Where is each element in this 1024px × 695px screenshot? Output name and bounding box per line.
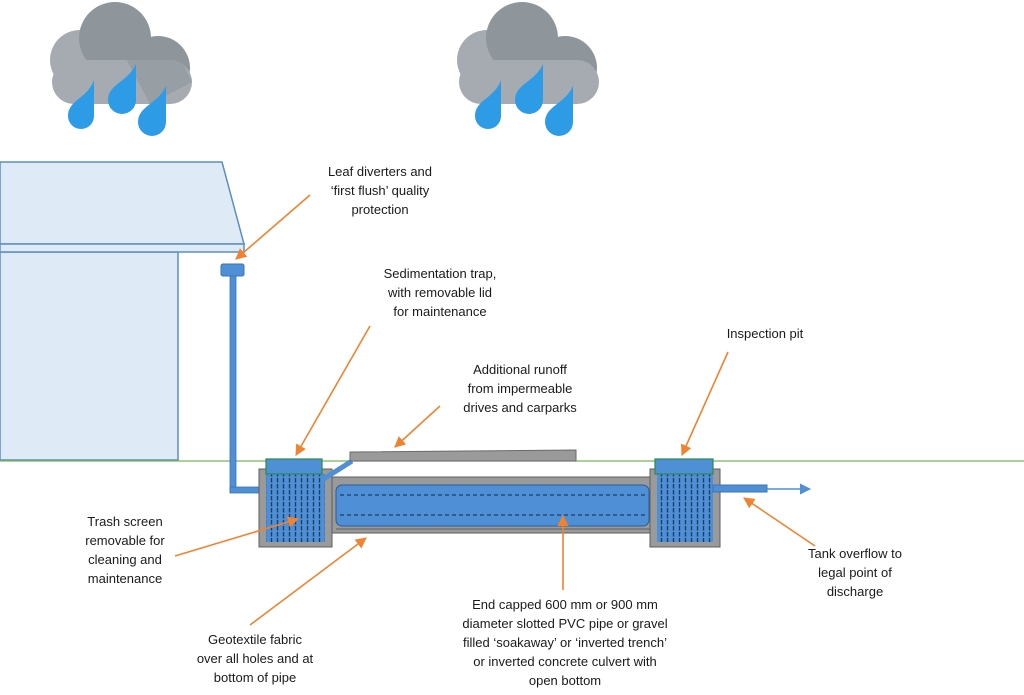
raindrop-icon (545, 86, 573, 136)
leader-lines (174, 194, 816, 626)
building-wall (0, 251, 179, 461)
impermeable-surface (349, 449, 577, 462)
label-line: or inverted concrete culvert with (473, 654, 657, 669)
leader-leaf-diverters (235, 194, 311, 260)
label-line: Tank overflow to (808, 546, 902, 561)
label-leaf-diverters: Leaf diverters and ‘first flush’ quality… (290, 162, 470, 219)
label-geotextile: Geotextile fabric over all holes and at … (165, 630, 345, 687)
leader-additional-runoff (394, 405, 441, 448)
label-line: Additional runoff (473, 362, 567, 377)
raindrop-icon (138, 86, 166, 136)
label-line: legal point of (818, 565, 892, 580)
label-line: Trash screen (87, 514, 163, 529)
label-line: ‘first flush’ quality (330, 183, 430, 198)
label-line: Sedimentation trap, (383, 266, 497, 281)
label-sedimentation-trap: Sedimentation trap, with removable lid f… (345, 264, 535, 321)
label-line: protection (351, 202, 409, 217)
building-roof (0, 161, 245, 245)
roof-eave (0, 243, 245, 253)
downpipe (220, 263, 261, 494)
building (0, 161, 245, 461)
label-line: open bottom (528, 673, 602, 688)
sedimentation-trap (258, 458, 333, 548)
soakaway-pipe (331, 476, 653, 534)
leader-tank-overflow (743, 497, 816, 547)
raindrop-icon (515, 64, 543, 114)
label-line: filled ‘soakaway’ or ‘inverted trench’ (462, 635, 667, 650)
label-line: cleaning and (88, 552, 162, 567)
rain-cloud-icon (50, 2, 192, 136)
leader-inspection-pit (680, 351, 729, 457)
label-line: Geotextile fabric (208, 632, 302, 647)
leader-trash-screen (174, 516, 300, 557)
overflow-pipe (712, 484, 768, 493)
raindrop-icon (108, 64, 136, 114)
label-pipe-description: End capped 600 mm or 900 mm diameter slo… (445, 595, 685, 690)
label-line: for maintenance (393, 304, 487, 319)
label-line: drives and carparks (463, 400, 577, 415)
label-line: discharge (826, 584, 884, 599)
trap-lid (265, 458, 323, 475)
label-trash-screen: Trash screen removable for cleaning and … (55, 512, 195, 588)
label-additional-runoff: Additional runoff from impermeable drive… (420, 360, 620, 417)
leader-sedimentation-trap (295, 325, 371, 456)
label-line: with removable lid (387, 285, 493, 300)
label-line: maintenance (87, 571, 163, 586)
label-line: over all holes and at (196, 651, 314, 666)
label-line: Inspection pit (726, 326, 804, 341)
label-line: removable for (85, 533, 165, 548)
label-line: End capped 600 mm or 900 mm (472, 597, 658, 612)
label-line: bottom of pipe (213, 670, 297, 685)
label-inspection-pit: Inspection pit (700, 324, 830, 343)
pit-lid (654, 458, 714, 475)
inspection-pit (649, 458, 721, 548)
runoff-inlet-pipe (320, 458, 354, 483)
label-line: Leaf diverters and (327, 164, 433, 179)
rain-cloud-icon (457, 2, 599, 136)
label-line: from impermeable (467, 381, 573, 396)
label-tank-overflow: Tank overflow to legal point of discharg… (790, 544, 920, 601)
raindrop-icon (68, 80, 94, 129)
label-line: diameter slotted PVC pipe or gravel (462, 616, 668, 631)
leader-geotextile (249, 537, 367, 626)
raindrop-icon (475, 80, 501, 129)
